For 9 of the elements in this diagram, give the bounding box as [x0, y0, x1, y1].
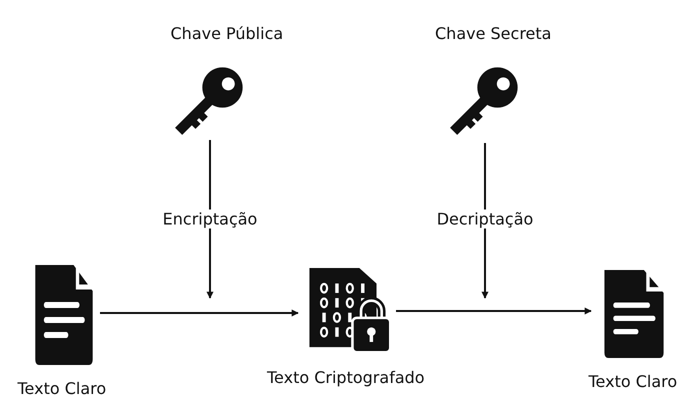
node-label: Texto Criptografado [267, 368, 425, 387]
node-label: Texto Claro [18, 379, 106, 398]
node-label: Chave Secreta [435, 24, 552, 43]
arrow [206, 140, 214, 299]
arrow [396, 308, 592, 314]
arrow [100, 310, 299, 316]
node-label: Texto Claro [588, 372, 678, 391]
arrow [482, 143, 488, 299]
node-label: Chave Pública [170, 24, 284, 43]
